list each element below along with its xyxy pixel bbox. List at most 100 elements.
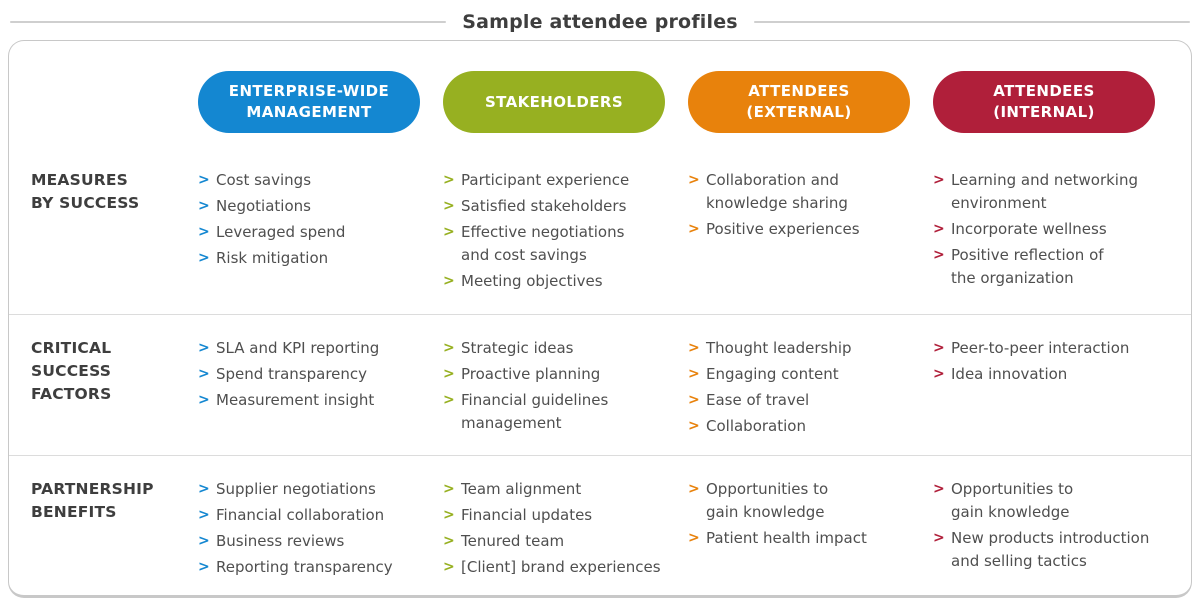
chevron-bullet-icon: > xyxy=(933,172,945,188)
bullet-list: > Strategic ideas > Proactive planning > Fina… xyxy=(443,337,688,435)
list-item: >New products introduction and selling t… xyxy=(933,527,1177,573)
list-item-text: Proactive planning xyxy=(461,365,601,383)
list-item-text: Financial updates xyxy=(461,506,593,524)
table-cell: >Opportunities to gain knowledge>Patient… xyxy=(688,478,933,595)
list-item-text: Satisfied stakeholders xyxy=(461,197,627,215)
list-item: >Leveraged spend xyxy=(198,221,429,244)
list-item-text: Team alignment xyxy=(461,480,582,498)
bullet-list: >Collaboration and knowledge sharing >Pos… xyxy=(688,169,933,241)
list-item: >Business reviews xyxy=(198,530,429,553)
list-item-text: Peer-to-peer interaction xyxy=(951,339,1130,357)
header-corner-spacer xyxy=(31,71,198,147)
chevron-bullet-icon: > xyxy=(443,224,455,240)
list-item: >[Client] brand experiences xyxy=(443,556,674,579)
chevron-bullet-icon: > xyxy=(688,530,700,546)
list-item-text: Financial guidelines management xyxy=(461,391,609,432)
list-item-text: Engaging content xyxy=(706,365,839,383)
list-item: > Ease of travel xyxy=(688,389,919,412)
list-item-text: Tenured team xyxy=(461,532,565,550)
list-item-text: Financial collaboration xyxy=(216,506,385,524)
chevron-bullet-icon: > xyxy=(198,340,210,356)
list-item: >Collaboration and knowledge sharing xyxy=(688,169,919,215)
list-item: > Team alignment xyxy=(443,478,674,501)
list-item: > Financial collaboration xyxy=(198,504,429,527)
list-item-text: Opportunities to gain knowledge xyxy=(951,480,1074,521)
column-header-cell: ATTENDEES (EXTERNAL) xyxy=(688,71,933,147)
list-item: >Cost savings xyxy=(198,169,429,192)
row-label: PARTNERSHIP BENEFITS xyxy=(31,480,154,521)
chevron-bullet-icon: > xyxy=(443,559,455,575)
chevron-bullet-icon: > xyxy=(688,392,700,408)
list-item: > Peer-to-peer interaction xyxy=(933,337,1177,360)
column-header-pill: ATTENDEES (INTERNAL) xyxy=(933,71,1155,133)
list-item-text: Risk mitigation xyxy=(216,249,329,267)
list-item-text: Collaboration xyxy=(706,417,806,435)
list-item: > Financial guidelines management xyxy=(443,389,674,435)
row-label: MEASURES BY SUCCESS xyxy=(31,171,140,212)
table-row: CRITICAL SUCCESS FACTORS>SLA and KPI rep… xyxy=(9,314,1191,455)
list-item: >SLA and KPI reporting xyxy=(198,337,429,360)
table-cell: >Collaboration and knowledge sharing >Pos… xyxy=(688,169,933,300)
list-item: > Learning and networking environment xyxy=(933,169,1177,215)
list-item: >Positive experiences xyxy=(688,218,919,241)
bullet-list: >Team alignment>Financial updates>Tenure… xyxy=(443,478,688,579)
chevron-bullet-icon: > xyxy=(443,273,455,289)
list-item-text: Patient health impact xyxy=(706,529,867,547)
chevron-bullet-icon: > xyxy=(443,481,455,497)
list-item-text: Cost savings xyxy=(216,171,312,189)
list-item: >Opportunities to gain knowledge xyxy=(688,478,919,524)
bullet-list: >Opportunities to gain knowledge>Patient… xyxy=(688,478,933,550)
bullet-list: > Peer-to-peer interaction >Idea innovatio… xyxy=(933,337,1191,386)
chevron-bullet-icon: > xyxy=(688,481,700,497)
list-item: > Reporting transparency xyxy=(198,556,429,579)
chevron-bullet-icon: > xyxy=(443,198,455,214)
list-item: >Supplier negotiations xyxy=(198,478,429,501)
list-item-text: Business reviews xyxy=(216,532,345,550)
list-item: >Meeting objectives xyxy=(443,270,674,293)
bullet-list: >Opportunities to gain knowledge>New pro… xyxy=(933,478,1191,573)
chevron-bullet-icon: > xyxy=(198,224,210,240)
list-item-text: Collaboration and knowledge sharing xyxy=(706,171,848,212)
list-item-text: New products introduction and selling ta… xyxy=(951,529,1150,570)
list-item: > Strategic ideas xyxy=(443,337,674,360)
chevron-bullet-icon: > xyxy=(933,247,945,263)
chevron-bullet-icon: > xyxy=(198,507,210,523)
list-item: >Participant experience xyxy=(443,169,674,192)
column-header-cell: STAKEHOLDERS xyxy=(443,71,688,147)
list-item: >Idea innovation xyxy=(933,363,1177,386)
list-item: >Thought leadership xyxy=(688,337,919,360)
bullet-list: >Supplier negotiations>Financial collabo… xyxy=(198,478,443,579)
table-cell: > Learning and networking environment > Inc… xyxy=(933,169,1191,300)
table-bands: MEASURES BY SUCCESS>Cost savings>Negotia… xyxy=(9,147,1191,595)
list-item-text: Reporting transparency xyxy=(216,558,393,576)
table-cell: >Cost savings>Negotiations>Leveraged spe… xyxy=(198,169,443,300)
chevron-bullet-icon: > xyxy=(198,250,210,266)
bullet-list: >Participant experience > Satisfied stakeh… xyxy=(443,169,688,293)
chevron-bullet-icon: > xyxy=(688,366,700,382)
chevron-bullet-icon: > xyxy=(688,340,700,356)
chevron-bullet-icon: > xyxy=(933,221,945,237)
list-item-text: Strategic ideas xyxy=(461,339,574,357)
title-row: Sample attendee profiles xyxy=(10,6,1190,38)
list-item-text: Supplier negotiations xyxy=(216,480,376,498)
column-header-pill: ENTERPRISE-WIDE MANAGEMENT xyxy=(198,71,420,133)
list-item-text: Positive experiences xyxy=(706,220,860,238)
chevron-bullet-icon: > xyxy=(443,366,455,382)
list-item-text: Learning and networking environment xyxy=(951,171,1138,212)
chevron-bullet-icon: > xyxy=(198,559,210,575)
chevron-bullet-icon: > xyxy=(688,418,700,434)
table-cell: >Supplier negotiations>Financial collabo… xyxy=(198,478,443,595)
list-item-text: Incorporate wellness xyxy=(951,220,1107,238)
chevron-bullet-icon: > xyxy=(443,392,455,408)
table-cell: >SLA and KPI reporting>Spend transparenc… xyxy=(198,337,443,441)
list-item-text: Ease of travel xyxy=(706,391,810,409)
list-item-text: Negotiations xyxy=(216,197,311,215)
chevron-bullet-icon: > xyxy=(933,340,945,356)
chevron-bullet-icon: > xyxy=(443,340,455,356)
table-cell: > Peer-to-peer interaction >Idea innovatio… xyxy=(933,337,1191,441)
list-item: > Proactive planning xyxy=(443,363,674,386)
title-rule-left xyxy=(10,21,447,23)
